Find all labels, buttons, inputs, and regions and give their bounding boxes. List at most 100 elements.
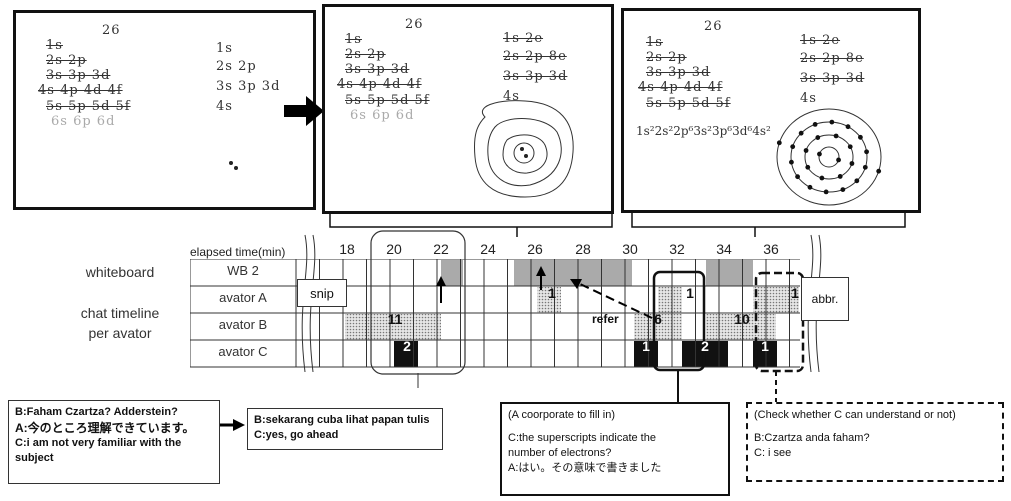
electron-dot xyxy=(790,144,796,150)
electron-dot xyxy=(847,144,853,150)
chat-line: number of electrons? xyxy=(508,446,612,459)
electron-dot xyxy=(812,122,818,127)
hw-line: 2s 2p xyxy=(46,53,87,68)
atom-electrons-icon xyxy=(776,108,882,206)
hw-line: 3s 3p 3d xyxy=(46,68,111,83)
brackets xyxy=(329,213,906,237)
hw-line: 1s xyxy=(46,38,63,53)
big-arrow-icon xyxy=(284,96,324,126)
count-b2: 6 xyxy=(654,311,662,327)
electron-dot xyxy=(836,157,841,163)
time-tick: 22 xyxy=(433,241,449,257)
electron-dot xyxy=(858,134,863,140)
chat-line: C: i see xyxy=(754,446,792,459)
whiteboard-snapshot-1: 26 1s 2s 2p 3s 3p 3d 4s 4p 4d 4f 5s 5p 5… xyxy=(13,10,316,210)
spacer xyxy=(508,423,722,431)
electron-dot xyxy=(876,168,882,174)
chat-line: B:sekarang cuba lihat papan tulis xyxy=(254,414,430,426)
count-a1: 1 xyxy=(548,285,556,301)
atom-drawing-icon xyxy=(474,100,574,198)
electron-dot xyxy=(849,161,855,166)
count-c2: 1 xyxy=(642,338,650,354)
abbr-label: abbr. xyxy=(801,277,849,321)
chat-line: A:はい。その意味で書きました xyxy=(508,461,662,474)
spacer xyxy=(754,423,996,431)
chat-line: C:yes, go ahead xyxy=(254,428,339,441)
electron-dot xyxy=(805,164,811,170)
electron-dot xyxy=(840,187,846,192)
timeline-cell-fill xyxy=(537,287,561,313)
count-a3: 1 xyxy=(791,285,799,301)
hw-atomic-number: 26 xyxy=(405,17,424,32)
electron-dot xyxy=(776,140,782,146)
electron-dot xyxy=(854,178,860,184)
electron-dot xyxy=(803,148,809,153)
timeline-cell-fill xyxy=(706,260,753,286)
hw-atomic-number: 26 xyxy=(704,19,723,34)
electron-dot xyxy=(845,124,851,130)
time-tick: 36 xyxy=(763,241,779,257)
count-b1: 11 xyxy=(387,311,403,327)
hw-line: 6s 6p 6d xyxy=(350,108,415,123)
hw-line: 3s 3p 3d xyxy=(345,62,410,77)
timeline-cell-fill xyxy=(441,260,463,286)
chat-line: B:Czartza anda faham? xyxy=(754,431,870,444)
count-c3: 2 xyxy=(701,338,709,354)
chat-line: A:今のところ理解できています。 xyxy=(15,420,195,435)
axis-label: elapsed time(min) xyxy=(190,245,286,259)
electron-dot xyxy=(862,164,868,170)
snip-label: snip xyxy=(297,279,347,307)
time-tick: 20 xyxy=(386,241,402,257)
timeline-grid xyxy=(190,259,800,368)
electron-dot xyxy=(819,175,825,181)
electron-dot xyxy=(864,149,869,155)
chat-line: B:Faham Czartza? Adderstein? xyxy=(15,406,178,418)
electron-dot xyxy=(798,130,804,136)
electron-dot xyxy=(833,133,839,139)
count-c4: 1 xyxy=(761,338,769,354)
chat-box-3: (A coorporate to fill in) C:the superscr… xyxy=(500,402,730,496)
electron-dot xyxy=(823,189,829,195)
row-label-whiteboard: whiteboard xyxy=(85,264,155,280)
time-tick: 32 xyxy=(669,241,685,257)
hw-line: 4s 4p 4d 4f xyxy=(337,77,422,92)
refer-label: refer xyxy=(592,312,619,326)
hw-line: 1s xyxy=(345,32,362,47)
hw-line: 2s 2p xyxy=(646,50,687,65)
chat-line: subject xyxy=(15,451,54,464)
whiteboard-snapshot-3: 26 1s 2s 2p 3s 3p 3d 4s 4p 4d 4f 5s 5p 5… xyxy=(621,8,921,213)
hw-line: 5s 5p 5d 5f xyxy=(646,96,731,111)
hw-dots xyxy=(229,161,238,170)
hw-line: 3s 3p 3d xyxy=(503,69,568,84)
count-a2: 1 xyxy=(686,285,694,301)
hw-line: 4s 4p 4d 4f xyxy=(38,83,123,98)
cell-avator-a: avator A xyxy=(219,290,267,305)
hw-line: 4s 4p 4d 4f xyxy=(638,80,723,95)
electron-dot xyxy=(829,119,835,125)
electron-dot xyxy=(815,135,821,140)
electron-dot xyxy=(837,174,843,179)
row-label-chat: chat timeline xyxy=(80,305,160,321)
electron-dot xyxy=(789,159,794,165)
whiteboard-snapshot-2: 26 1s 2s 2p 3s 3p 3d 4s 4p 4d 4f 5s 5p 5… xyxy=(322,4,614,214)
chat-line: C:the superscripts indicate the xyxy=(508,431,656,444)
timeline-cell-fill xyxy=(753,287,799,313)
hw-line: 5s 5p 5d 5f xyxy=(46,99,131,114)
timeline-cell-fill xyxy=(706,314,776,340)
chat-box-1: B:Faham Czartza? Adderstein? A:今のところ理解でき… xyxy=(8,400,220,484)
time-tick: 34 xyxy=(716,241,732,257)
time-tick: 26 xyxy=(527,241,543,257)
electron-dot xyxy=(807,184,813,190)
time-tick: 18 xyxy=(339,241,355,257)
hw-line: 1s 2e xyxy=(503,31,544,46)
hw-line: 2s 2p 8e xyxy=(800,51,864,66)
timeline-cell-fill xyxy=(658,287,682,313)
hw-line: 5s 5p 5d 5f xyxy=(345,93,430,108)
count-c1: 2 xyxy=(403,338,411,354)
hw-electron-config: 1s²2s²2p⁶3s²3p⁶3d⁶4s² xyxy=(636,124,771,138)
row-label-per-avator: per avator xyxy=(88,325,152,341)
timeline-cell-fill xyxy=(634,314,682,340)
electron-dot xyxy=(817,151,822,157)
hw-line: 2s 2p 8e xyxy=(503,49,567,64)
chat-box-4: (Check whether C can understand or not) … xyxy=(746,402,1004,482)
